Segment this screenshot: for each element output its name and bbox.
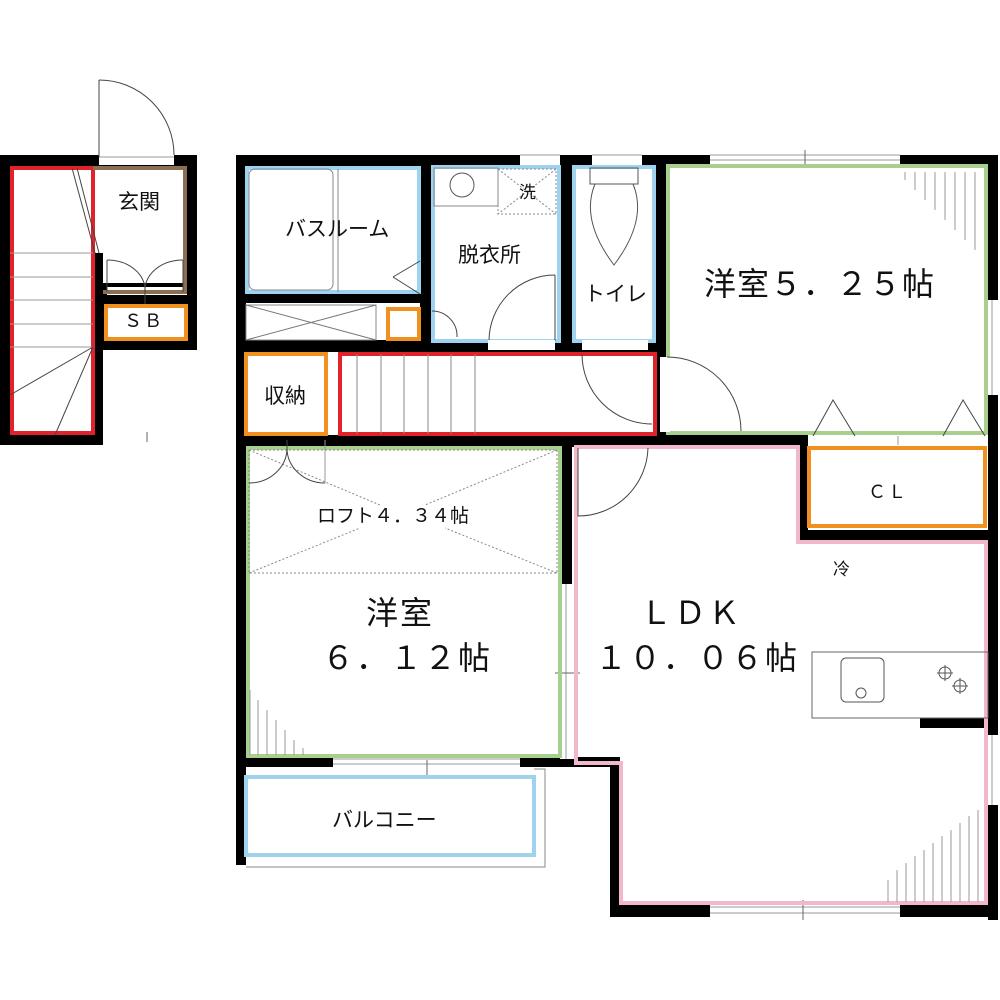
- toilet: [572, 165, 656, 350]
- stairs-middle: [338, 352, 657, 436]
- ldk-title: ＬＤＫ: [640, 594, 743, 632]
- washroom-label: 脱衣所: [458, 243, 521, 267]
- entrance-block: [0, 79, 197, 445]
- entrance-outline: [93, 166, 187, 294]
- bedroom2-size: ６．１２帖: [322, 639, 493, 677]
- washer-label: 洗: [519, 183, 536, 203]
- toilet-label: トイレ: [584, 282, 647, 306]
- storage-label: 収納: [264, 384, 306, 408]
- fridge-label: 冷: [833, 560, 850, 580]
- washroom: [431, 165, 561, 350]
- balcony-label: バルコニー: [332, 808, 437, 832]
- bedroom1: [660, 164, 988, 445]
- closet-outline: [807, 446, 987, 528]
- loft-label: ロフト４．３４帖: [317, 505, 470, 527]
- bedroom1-label: 洋室５．２５帖: [704, 265, 936, 303]
- ldk-size: １０．０６帖: [595, 639, 800, 677]
- sink-icon: [840, 657, 885, 703]
- bedroom2-title: 洋室: [366, 594, 435, 632]
- main-walls: [236, 150, 1000, 920]
- shoe-box-outline: [104, 304, 188, 341]
- shoe-box-label: ＳＢ: [124, 311, 164, 332]
- bathroom-label: バスルーム: [285, 217, 390, 241]
- closet-label: ＣＬ: [868, 482, 908, 503]
- balcony: [244, 768, 546, 868]
- entrance-label: 玄関: [118, 190, 160, 214]
- bedroom2: [246, 440, 562, 758]
- bathroom: [245, 166, 421, 295]
- storage-closet-xbox: [245, 304, 421, 341]
- kitchen-counter: [811, 651, 989, 719]
- stove-icon: [937, 665, 968, 694]
- ldk: [574, 445, 989, 905]
- storage-outline: [244, 352, 328, 436]
